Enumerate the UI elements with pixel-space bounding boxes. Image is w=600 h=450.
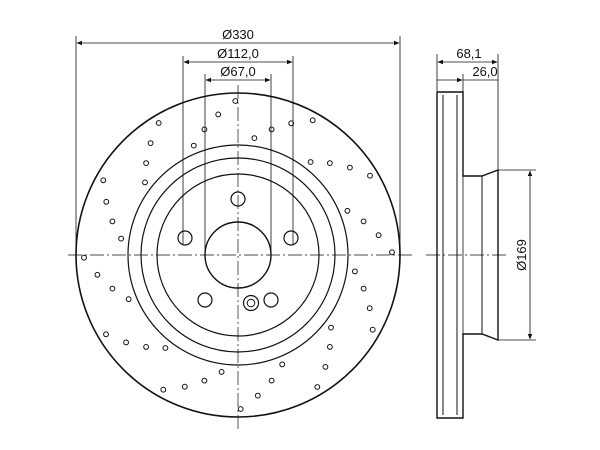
drill-hole [251, 135, 258, 142]
side-view: 68,1 26,0 Ø169 [426, 46, 536, 419]
drill-hole [344, 207, 351, 214]
drill-hole [352, 268, 358, 275]
bolt-circle-dimension: Ø112,0 [182, 46, 294, 245]
drill-hole [181, 383, 188, 390]
screw-hole-outer [242, 294, 260, 312]
drill-hole [268, 126, 275, 133]
friction-inner-circle [127, 144, 349, 366]
front-view: Ø330 Ø112,0 Ø67,0 [68, 27, 412, 430]
drill-hole [328, 324, 334, 331]
drill-hole [360, 218, 367, 225]
drill-hole [369, 326, 376, 333]
drill-hole [268, 377, 275, 384]
drill-hole [160, 386, 167, 393]
drill-hole [327, 160, 333, 167]
drill-hole [155, 120, 162, 126]
drill-hole [147, 140, 154, 147]
drill-hole [322, 364, 329, 370]
drill-hole [254, 392, 261, 399]
drill-hole [327, 344, 333, 350]
drill-hole [190, 142, 197, 149]
hub-diameter-label: Ø169 [514, 239, 529, 271]
hat-outer-circle [140, 157, 336, 353]
bolt-hole [197, 292, 213, 308]
drill-hole [143, 344, 150, 350]
drill-hole [375, 232, 382, 239]
drill-hole [218, 369, 225, 375]
bolt-holes [177, 191, 299, 308]
drill-hole [103, 331, 109, 338]
drill-hole [100, 177, 107, 184]
drill-hole [366, 305, 373, 312]
drilled-holes [81, 98, 395, 412]
drill-hole [288, 120, 295, 127]
drill-hole [118, 235, 124, 242]
drill-hole [215, 111, 222, 118]
drill-hole [360, 285, 367, 292]
drill-hole [307, 159, 314, 165]
drill-hole [103, 198, 110, 205]
drill-hole [162, 345, 169, 351]
outer-diameter-dimension: Ø330 [75, 27, 401, 255]
disc-thickness-dimension: 26,0 [437, 64, 498, 92]
bolt-hole [263, 292, 279, 308]
drill-hole [81, 254, 87, 261]
drill-hole [123, 339, 129, 346]
drill-hole [142, 179, 148, 186]
drill-hole [94, 271, 101, 278]
drill-hole [232, 98, 239, 104]
bolt-hole [230, 191, 246, 207]
drill-hole [237, 406, 244, 412]
drill-hole [109, 285, 116, 292]
bolt-hole [177, 230, 193, 246]
drill-hole [279, 361, 286, 368]
bolt-circle-label: Ø112,0 [217, 46, 259, 61]
screw-hole-inner [246, 298, 256, 308]
drill-hole [347, 164, 353, 171]
hat-inner-circle [156, 173, 320, 337]
drill-hole [125, 296, 132, 303]
disc-thickness-label: 26,0 [472, 64, 497, 79]
drill-hole [314, 384, 321, 390]
bolt-hole [283, 230, 299, 246]
drill-hole [201, 377, 208, 384]
drill-hole [309, 117, 316, 124]
outer-diameter-label: Ø330 [222, 27, 254, 42]
drill-hole [201, 126, 208, 133]
center-bore-dimension: Ø67,0 [204, 64, 272, 255]
drill-hole [143, 160, 150, 167]
total-height-label: 68,1 [456, 46, 481, 61]
hub-diameter-dimension: Ø169 [498, 169, 536, 341]
drill-hole [367, 172, 373, 179]
drill-hole [389, 249, 395, 256]
locating-screw-hole [242, 294, 260, 312]
drill-hole [109, 218, 116, 225]
center-bore-label: Ø67,0 [220, 64, 255, 79]
total-height-dimension: 68,1 [436, 46, 499, 170]
